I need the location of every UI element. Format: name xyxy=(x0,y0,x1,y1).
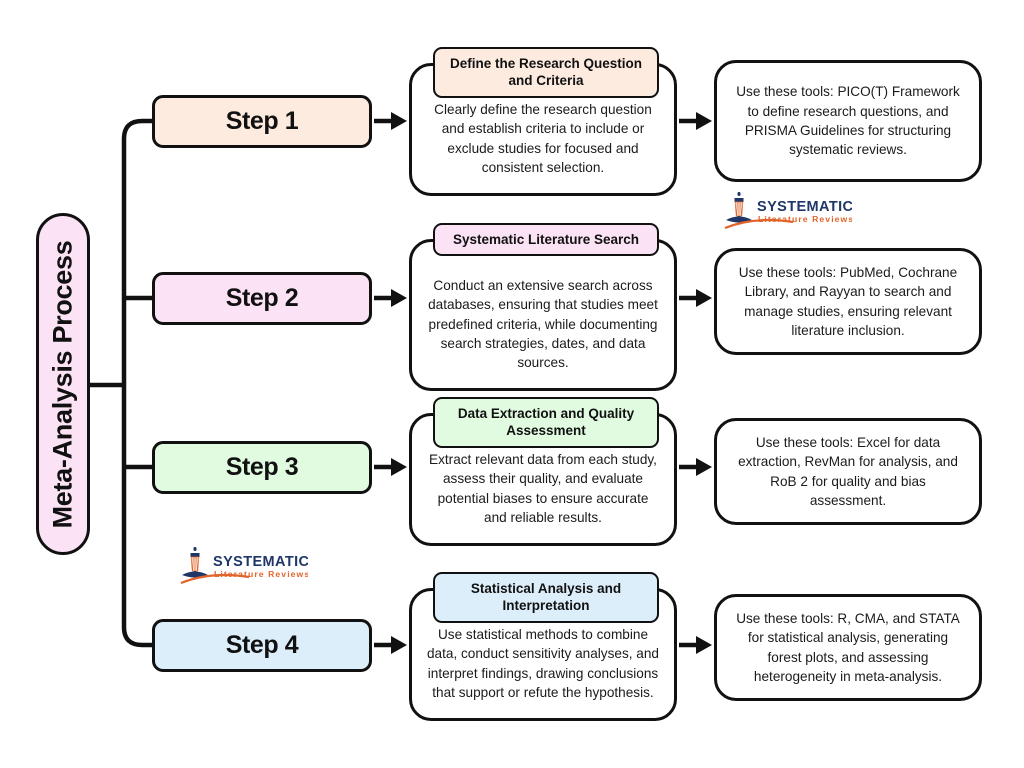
step-box-3[interactable]: Step 3 xyxy=(152,441,372,494)
brand-logo-top: SYSTEMATIC Literature Reviews xyxy=(722,190,852,236)
page-title: Meta-Analysis Process xyxy=(47,240,78,528)
systematic-literature-reviews-logo-icon: SYSTEMATIC Literature Reviews xyxy=(180,547,308,585)
detail-header-3: Data Extraction and Quality Assessment xyxy=(433,397,659,448)
step-label-1: Step 1 xyxy=(225,107,299,135)
detail-header-1: Define the Research Question and Criteri… xyxy=(433,47,659,98)
step-label-2: Step 2 xyxy=(225,284,299,312)
tools-card-4: Use these tools: R, CMA, and STATA for s… xyxy=(714,594,982,702)
detail-card-3: Data Extraction and Quality Assessment E… xyxy=(409,397,677,547)
step-box-1[interactable]: Step 1 xyxy=(152,95,372,148)
svg-text:Literature Reviews: Literature Reviews xyxy=(758,214,852,224)
detail-body-4: Use statistical methods to combine data,… xyxy=(427,627,659,700)
tools-body-2: Use these tools: PubMed, Cochrane Librar… xyxy=(738,265,958,338)
systematic-literature-reviews-logo-icon: SYSTEMATIC Literature Reviews xyxy=(724,192,852,230)
step-label-3: Step 3 xyxy=(225,453,299,481)
tools-body-1: Use these tools: PICO(T) Framework to de… xyxy=(736,84,960,158)
svg-text:SYSTEMATIC: SYSTEMATIC xyxy=(757,199,852,215)
svg-text:Literature Reviews: Literature Reviews xyxy=(214,569,308,579)
detail-header-2: Systematic Literature Search xyxy=(433,223,659,257)
process-title-box: Meta-Analysis Process xyxy=(36,213,90,555)
step-box-4[interactable]: Step 4 xyxy=(152,619,372,672)
svg-text:SYSTEMATIC: SYSTEMATIC xyxy=(213,554,308,570)
brand-logo-bottom: SYSTEMATIC Literature Reviews xyxy=(178,545,308,591)
step-label-4: Step 4 xyxy=(225,631,299,659)
tools-body-4: Use these tools: R, CMA, and STATA for s… xyxy=(736,611,960,684)
step-box-2[interactable]: Step 2 xyxy=(152,272,372,325)
detail-card-1: Define the Research Question and Criteri… xyxy=(409,47,677,197)
tools-card-3: Use these tools: Excel for data extracti… xyxy=(714,418,982,526)
detail-header-4: Statistical Analysis and Interpretation xyxy=(433,572,659,623)
detail-body-2: Conduct an extensive search across datab… xyxy=(428,278,658,371)
detail-body-1: Clearly define the research question and… xyxy=(434,102,652,175)
tools-card-1: Use these tools: PICO(T) Framework to de… xyxy=(714,60,982,182)
detail-card-4: Statistical Analysis and Interpretation … xyxy=(409,572,677,722)
detail-body-3: Extract relevant data from each study, a… xyxy=(429,452,657,525)
tools-body-3: Use these tools: Excel for data extracti… xyxy=(738,435,958,508)
detail-card-2: Systematic Literature Search Conduct an … xyxy=(409,223,677,392)
tools-card-2: Use these tools: PubMed, Cochrane Librar… xyxy=(714,248,982,356)
